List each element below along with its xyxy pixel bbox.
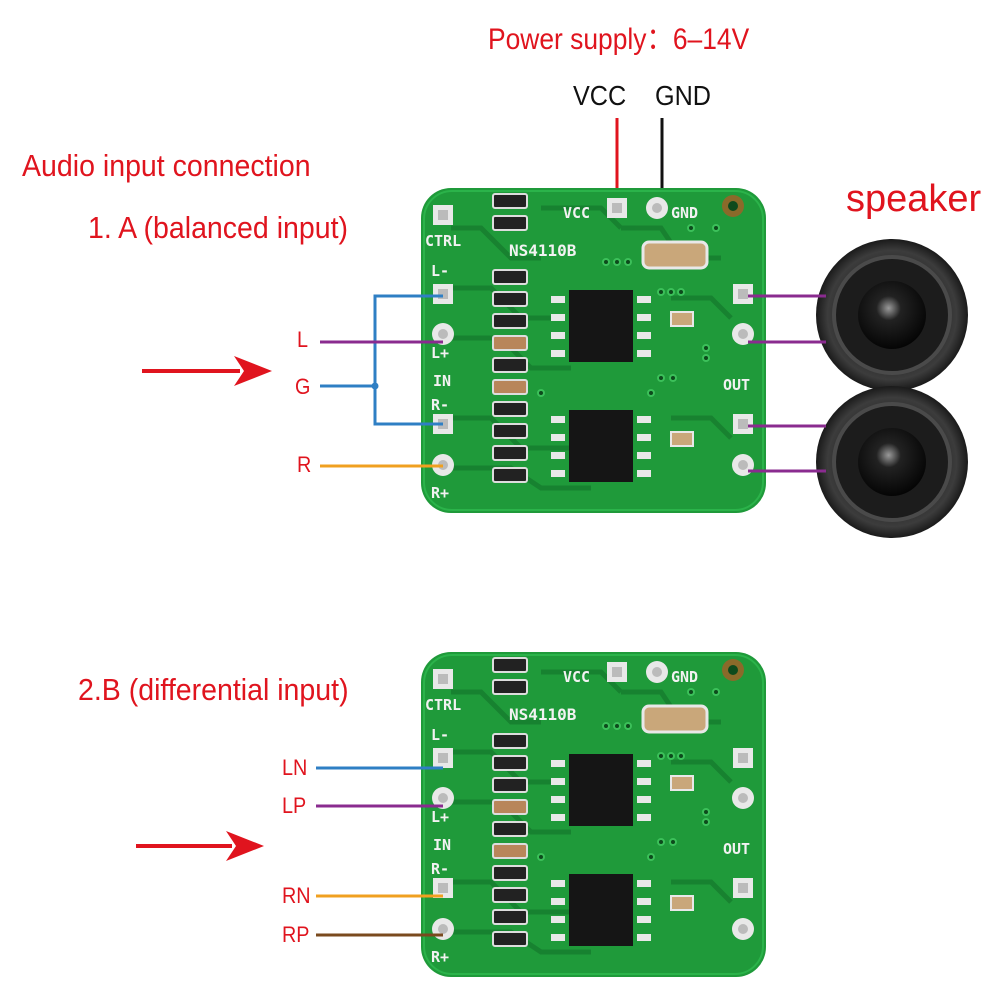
speaker-label: speaker [846, 178, 982, 220]
speaker-top [816, 239, 968, 391]
amplifier-board-b: VCC GND CTRL NS4110B L- L+ IN R- R+ OUT [421, 652, 766, 977]
amplifier-board-a: VCC GND CTRL NS4110B L- L+ IN R- R+ OUT [421, 188, 766, 513]
speaker-bottom [816, 386, 968, 538]
pin-label-l: L [297, 327, 309, 352]
wire-junction [371, 382, 379, 390]
power-supply-title: Power supply：6–14V [488, 23, 750, 56]
silk-out: OUT [723, 840, 750, 858]
silk-rm: R- [431, 860, 449, 878]
wire-a-ground-bus [373, 294, 443, 426]
arrow-icon [136, 831, 264, 861]
pin-label-rp: RP [282, 922, 310, 947]
gnd-label: GND [655, 80, 712, 111]
silk-lp: L+ [431, 344, 449, 362]
arrow-icon [142, 356, 272, 386]
differential-input-title: 2.B (differential input) [78, 672, 349, 707]
pin-label-lp: LP [282, 793, 307, 818]
silk-lp: L+ [431, 808, 449, 826]
silk-gnd: GND [671, 668, 698, 686]
silk-lm: L- [431, 262, 449, 280]
silk-rp: R+ [431, 484, 449, 502]
silk-rp: R+ [431, 948, 449, 966]
silk-ctrl: CTRL [425, 696, 461, 714]
silk-ctrl: CTRL [425, 232, 461, 250]
silk-chip: NS4110B [509, 705, 577, 724]
silk-chip: NS4110B [509, 241, 577, 260]
pin-label-ln: LN [282, 755, 308, 780]
pin-label-r: R [297, 452, 312, 477]
audio-input-title: Audio input connection [22, 148, 311, 183]
silk-vcc: VCC [563, 204, 590, 222]
silk-lm: L- [431, 726, 449, 744]
balanced-input-title: 1. A (balanced input) [88, 210, 349, 245]
vcc-label: VCC [573, 80, 627, 111]
pin-label-g: G [295, 374, 311, 399]
silk-vcc: VCC [563, 668, 590, 686]
silk-rm: R- [431, 396, 449, 414]
silk-in: IN [433, 372, 451, 390]
silk-gnd: GND [671, 204, 698, 222]
silk-out: OUT [723, 376, 750, 394]
pin-label-rn: RN [282, 883, 311, 908]
silk-in: IN [433, 836, 451, 854]
